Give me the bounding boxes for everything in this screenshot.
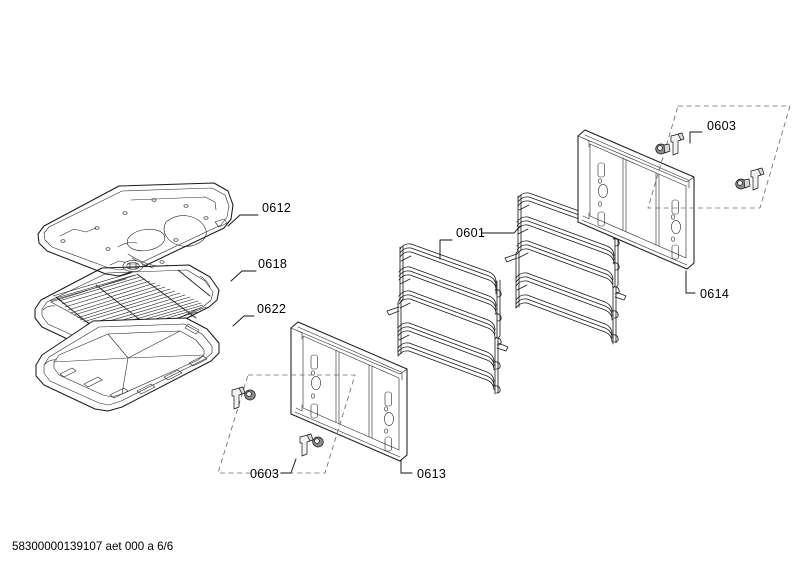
label-0603-lower: 0603 [250, 467, 279, 481]
shelf-rail-left-level-4 [397, 322, 495, 371]
leader-lines [227, 131, 703, 474]
part-shelf-rail-left-0601 [386, 243, 509, 395]
part-side-panel-left-0613 [290, 321, 408, 462]
part-cavity-ceiling-0622 [35, 317, 220, 412]
shelf-rail-left-level-3 [398, 290, 496, 339]
part-top-panel-0612 [37, 182, 234, 277]
shelf-rail-right-level-5 [515, 294, 613, 343]
part-number-labels: 0612 0618 0622 0601 0613 0614 0603 0603 [250, 119, 736, 481]
label-0614: 0614 [700, 287, 729, 301]
shelf-rail-left-level-5 [397, 342, 495, 391]
leader-0601-left [439, 239, 453, 260]
shelf-rail-right-level-3 [516, 240, 614, 289]
shelf-rail-left-level-2 [398, 266, 497, 315]
leader-0614 [685, 270, 696, 294]
shelf-rail-right-level-2 [516, 216, 615, 265]
label-0603-upper: 0603 [707, 119, 736, 133]
shelf-rail-right-level-4 [515, 272, 613, 321]
leader-0622 [232, 315, 255, 327]
callout-hardware-lower-left [217, 374, 356, 474]
label-0613: 0613 [417, 467, 446, 481]
label-0622: 0622 [257, 302, 286, 316]
footer-document-code: 58300000139107 aet 000 a 6/6 [12, 540, 173, 553]
leader-0603-upper [689, 131, 703, 144]
label-0601: 0601 [456, 226, 485, 240]
top-panel-grommet [122, 260, 144, 272]
leader-0603-lower [280, 458, 297, 474]
callout-box-lower [217, 374, 356, 474]
callout-hardware-upper-right [647, 105, 791, 209]
shelf-rail-left-level-1 [399, 243, 497, 295]
callout-box-upper [647, 105, 791, 209]
part-side-panel-right-0614 [577, 129, 695, 270]
leader-0601-right [481, 225, 521, 234]
hardware-pair-upper-b [735, 167, 765, 191]
part-shelf-rail-right-0601 [504, 192, 627, 345]
label-0618: 0618 [258, 257, 287, 271]
leader-0613 [400, 459, 413, 474]
hardware-pair-lower-a [231, 386, 256, 410]
leader-0618 [230, 270, 257, 282]
hardware-pair-lower-b [299, 433, 324, 457]
hardware-pair-upper-a [655, 132, 685, 156]
leader-0612 [227, 214, 259, 227]
label-0612: 0612 [262, 201, 291, 215]
